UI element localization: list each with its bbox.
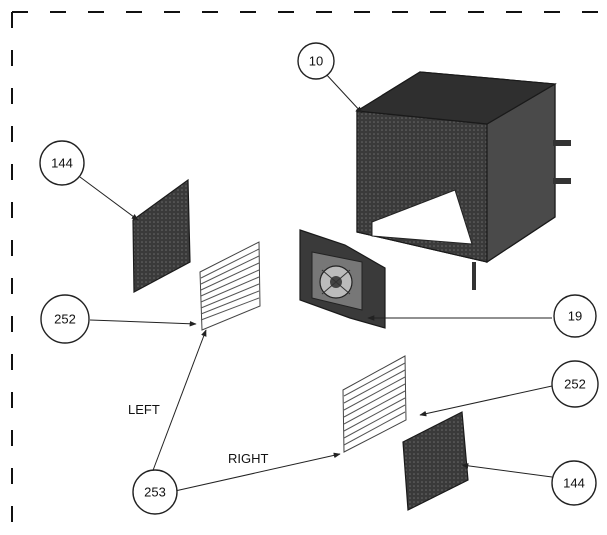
fan-panel-part (299, 229, 386, 329)
left-grille-part (199, 241, 261, 331)
left-side-panel-part (132, 178, 191, 293)
dashed-frame (11, 11, 600, 525)
callout-10: 10 (297, 42, 335, 80)
callout-144-top-label: 144 (51, 156, 73, 171)
callout-252-right: 252 (551, 360, 599, 408)
callout-144-top: 144 (39, 140, 85, 186)
callout-144-bottom: 144 (551, 460, 597, 506)
callout-253-label: 253 (144, 485, 166, 500)
callout-252-left: 252 (40, 294, 90, 344)
cabinet-enclosure-part (355, 71, 571, 290)
callout-252-right-label: 252 (564, 377, 586, 392)
left-label: LEFT (128, 402, 160, 417)
right-grille-part (342, 355, 407, 453)
callout-19: 19 (553, 294, 597, 338)
callout-252-left-label: 252 (54, 312, 76, 327)
callout-253: 253 (132, 469, 178, 515)
callout-10-label: 10 (309, 54, 323, 69)
right-side-panel-part (402, 411, 469, 511)
callout-19-label: 19 (568, 309, 582, 324)
callout-144-bottom-label: 144 (563, 476, 585, 491)
leader-lines (79, 72, 553, 492)
right-label: RIGHT (228, 451, 269, 466)
